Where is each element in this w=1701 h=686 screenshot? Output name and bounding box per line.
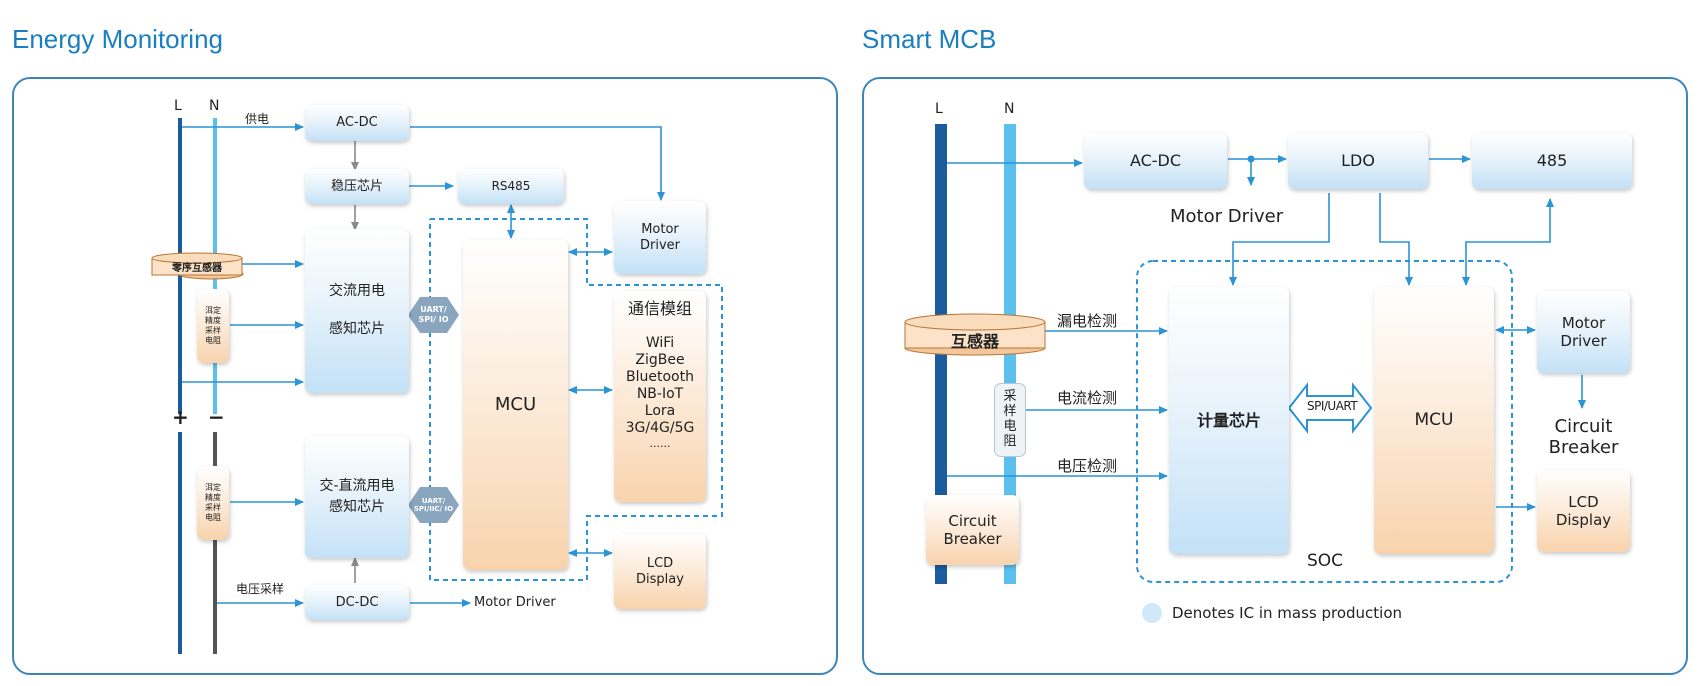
left-acdc-label: AC-DC [336,115,378,131]
dcdc-box: DC-DC [305,585,409,620]
circuit-breaker-box-line1: Circuit [948,512,997,530]
right-lcd-display-box: LCD Display [1537,470,1630,552]
left-motor-driver-line2: Driver [639,237,680,253]
title-energy-monitoring: Energy Monitoring [12,24,223,54]
left-N-label: N [209,98,220,114]
shunt2-char1: 洱定 [205,483,221,492]
ac-sensing-line1: 交流用电 [329,283,385,300]
right-mcu-box: MCU [1374,287,1494,554]
motor-driver-output-label: Motor Driver [474,595,556,610]
circuit-breaker-line1: Circuit [1554,416,1613,438]
zero-sequence-ct-label: 零序互感器 [172,263,222,274]
right-motor-driver-line1: Motor [1561,314,1606,332]
spi-uart-label: SPI/UART [1307,399,1358,413]
comm-item-zigbee: ZigBee [635,351,685,368]
regulator-chip-label: 稳压芯片 [330,178,383,194]
uart1-line1: UART/ [420,305,447,315]
left-motor-driver-line1: Motor [641,221,679,237]
ac-sensing-chip-box: 交流用电 感知芯片 [305,229,409,393]
comm-item-more: ...... [649,436,671,450]
sampling-resistor-char4: 阻 [1003,433,1017,449]
right-acdc-label: AC-DC [1129,151,1182,171]
leak-detect-label: 漏电检测 [1057,312,1118,330]
left-L-label: L [174,98,182,114]
comm-item-nbiot: NB-IoT [636,385,684,402]
shunt2-char2: 精度 [205,493,221,502]
comm-item-cellular: 3G/4G/5G [625,419,695,436]
right-N-label: N [1004,101,1015,117]
uart2-line1: UART/ [421,496,446,505]
shunt1-char3: 采样 [205,326,221,335]
rs485-mcb-box: 485 [1472,133,1632,189]
soc-label: SOC [1307,551,1344,571]
uart2-line2: SPI/IIC/ IO [413,505,454,513]
shunt1-char1: 洱定 [205,306,221,315]
left-minus-label: − [208,405,225,429]
shunt1-char4: 电阻 [205,336,221,345]
ldo-box: LDO [1288,133,1428,189]
shunt2-char3: 采样 [205,503,221,512]
left-acdc-box: AC-DC [305,105,409,141]
voltage-detect-label: 电压检测 [1057,457,1118,475]
rs485-box: RS485 [458,169,564,204]
comm-item-bluetooth: Bluetooth [626,368,694,385]
uart1-line2: SPI/ IO [418,315,449,324]
right-motor-driver-line2: Driver [1560,332,1607,350]
right-L-label: L [935,101,943,117]
left-plus-label: + [172,405,189,429]
sampling-resistor-char1: 采 [1003,389,1017,405]
uart-bus-1-label: UART/ SPI/ IO [408,297,459,333]
metering-chip-label: 计量芯片 [1196,410,1261,430]
sampling-resistor-char2: 样 [1003,404,1017,420]
left-mcu-box: MCU [463,240,568,570]
right-acdc-box: AC-DC [1084,133,1227,189]
right-lcd-line2: Display [1555,511,1612,529]
metering-chip-box: 计量芯片 [1169,287,1289,554]
sampling-resistor-char3: 电 [1003,419,1017,434]
circuit-breaker-label: Circuit Breaker [1527,414,1640,462]
uart-bus-2-label: UART/ SPI/IIC/ IO [408,487,459,523]
regulator-chip-box: 稳压芯片 [305,169,409,204]
current-detect-label: 电流检测 [1057,389,1118,407]
right-motor-driver-box: Motor Driver [1537,291,1630,373]
acdc-sensing-line1: 交-直流用电 [319,478,395,494]
comm-item-lora: Lora [644,402,676,419]
rs485-mcb-label: 485 [1536,151,1568,171]
acdc-sensing-line2: 感知芯片 [329,499,385,515]
acdc-sensing-chip-box: 交-直流用电 感知芯片 [305,436,409,558]
shunt1-char2: 精度 [205,316,221,325]
shunt2-char4: 电阻 [205,513,221,522]
dcdc-label: DC-DC [335,594,379,610]
supply-label: 供电 [245,112,270,126]
comm-module-box: 通信模组 WiFi ZigBee Bluetooth NB-IoT Lora 3… [614,291,706,502]
shunt-resistor-2: 洱定 精度 采样 电阻 [197,466,229,540]
ct-label: 互感器 [950,332,999,351]
left-lcd-line2: Display [636,571,684,587]
left-lcd-line1: LCD [646,555,674,571]
right-lcd-line1: LCD [1568,493,1599,511]
comm-module-title: 通信模组 [627,299,692,318]
left-lcd-display-box: LCD Display [614,534,706,609]
circuit-breaker-line2: Breaker [1548,437,1619,458]
left-mcu-label: MCU [494,394,537,416]
title-smart-mcb: Smart MCB [862,24,997,54]
voltage-sampling-label: 电压采样 [236,582,285,596]
circuit-breaker-box: Circuit Breaker [926,495,1019,565]
sampling-resistor-box: 采 样 电 阻 [994,383,1026,457]
ldo-label: LDO [1341,151,1375,171]
legend-label: Denotes IC in mass production [1172,604,1403,622]
comm-item-wifi: WiFi [645,334,675,351]
shunt-resistor-1: 洱定 精度 采样 电阻 [197,289,229,363]
left-motor-driver-box: Motor Driver [614,201,706,274]
right-mcu-label: MCU [1414,410,1454,431]
right-motor-driver-label: Motor Driver [1170,206,1284,227]
circuit-breaker-box-line2: Breaker [943,530,1002,548]
ac-sensing-line2: 感知芯片 [329,321,385,337]
rs485-label: RS485 [491,179,531,194]
